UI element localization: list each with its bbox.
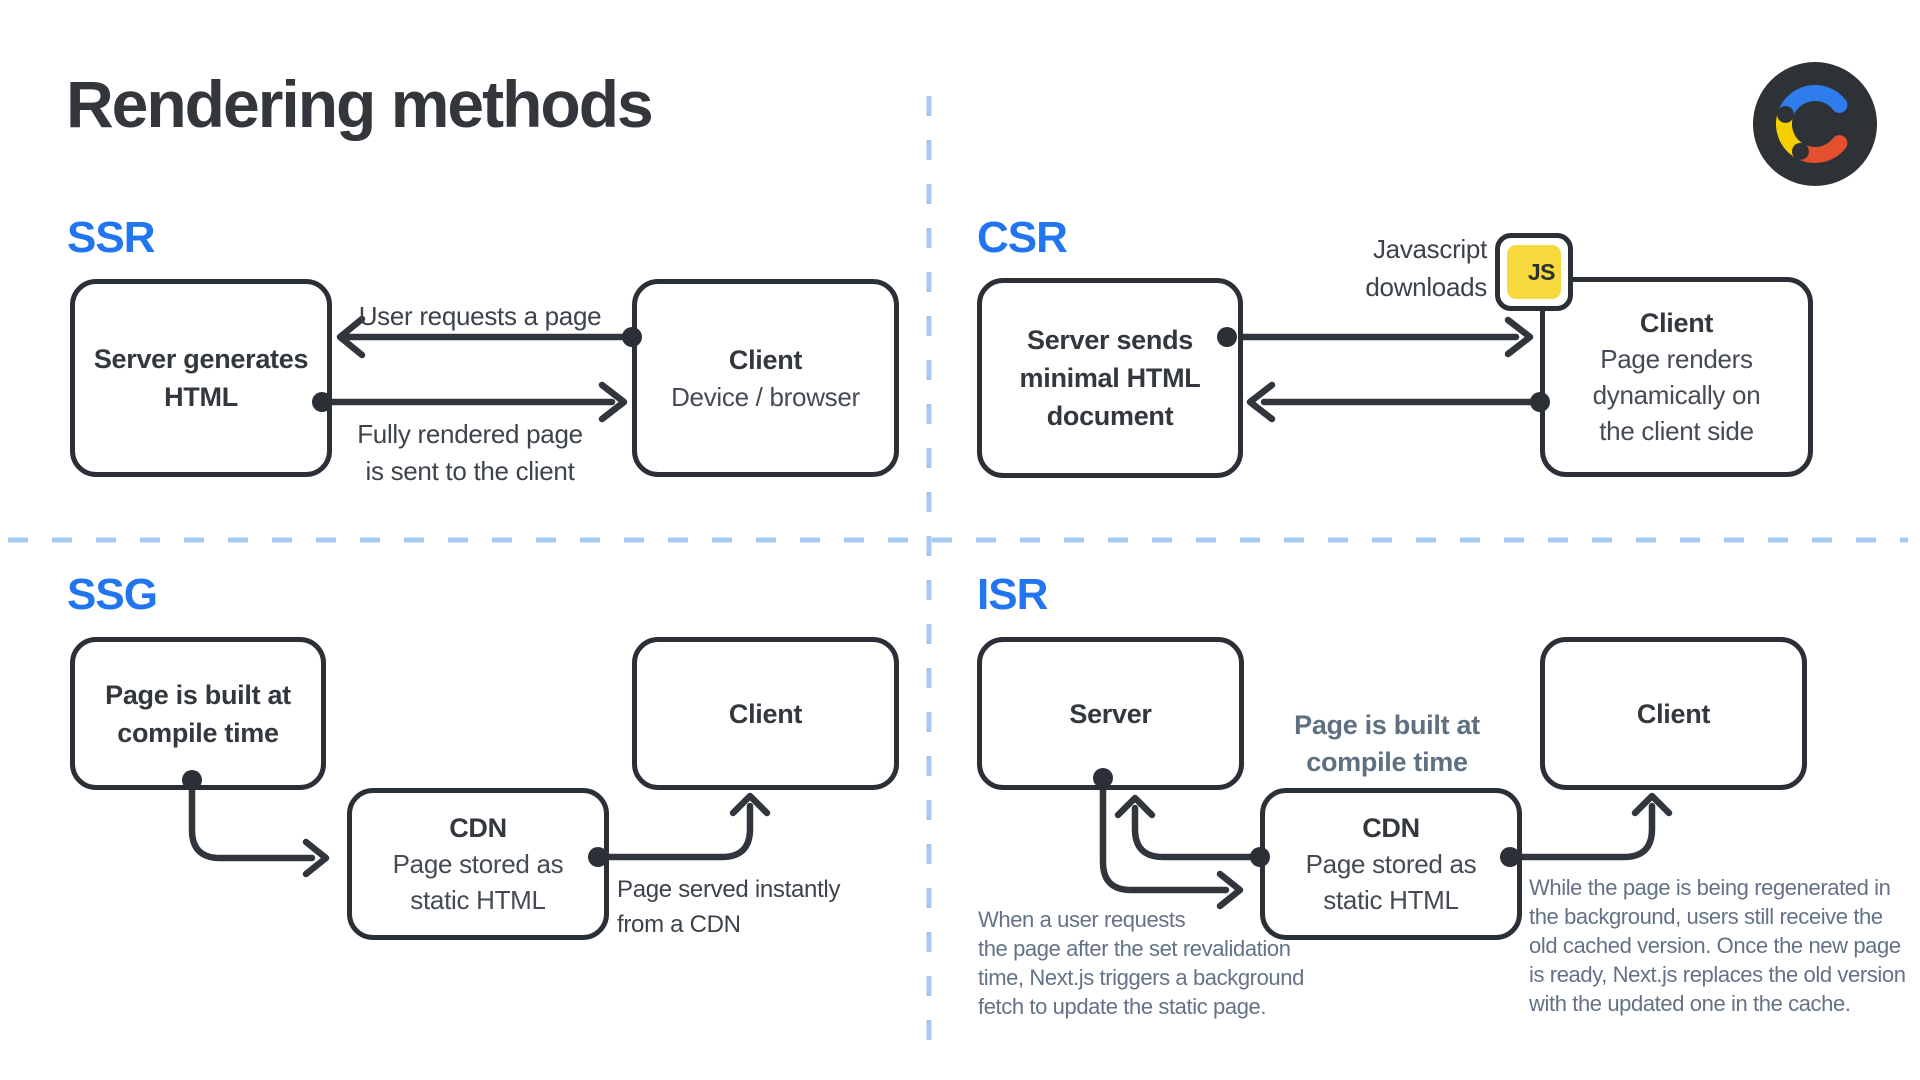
ssr-response-label-line1: Fully rendered page <box>357 419 583 449</box>
isr-note-right: While the page is being regenerated in t… <box>1529 873 1920 1018</box>
csr-client-sub-line2: dynamically on <box>1592 380 1761 410</box>
ssg-serve-label-line1: Page served instantly <box>617 876 841 903</box>
isr-compile-label-line2: compile time <box>1306 747 1468 777</box>
isr-note-left: When a user requests the page after the … <box>978 905 1378 1021</box>
ssg-build-to-cdn-arrow <box>188 776 330 878</box>
js-icon: JS <box>1507 245 1561 299</box>
isr-note-right-line1: While the page is being regenerated in <box>1529 875 1891 900</box>
ssr-heading: SSR <box>67 213 155 262</box>
csr-client-box: Client Page renders dynamically on the c… <box>1540 277 1813 477</box>
ssr-request-arrow-label: User requests a page <box>358 301 602 331</box>
isr-server-box: Server <box>977 637 1244 790</box>
isr-note-left-line3: time, Next.js triggers a background <box>978 965 1304 990</box>
isr-note-right-line2: the background, users still receive the <box>1529 904 1883 929</box>
csr-server-label-line1: Server sends <box>1026 325 1193 355</box>
ssg-build-label-line2: compile time <box>117 717 279 748</box>
ssr-server-label-line1: Server generates <box>93 344 309 374</box>
ssg-cdn-to-client-arrow <box>594 792 771 861</box>
isr-note-right-line5: with the updated one in the cache. <box>1529 991 1851 1016</box>
ssr-response-arrow-label: Fully rendered page is sent to the clien… <box>320 416 620 490</box>
isr-note-right-line3: old cached version. Once the new page <box>1529 933 1901 958</box>
csr-server-box: Server sends minimal HTML document <box>977 278 1243 478</box>
csr-heading: CSR <box>977 213 1068 262</box>
ssg-client-title: Client <box>728 698 803 729</box>
ssg-cdn-box: CDN Page stored as static HTML <box>347 788 609 940</box>
ssg-build-label-line1: Page is built at <box>105 679 291 710</box>
isr-cdn-sub-line2: static HTML <box>1323 885 1459 915</box>
isr-compile-label: Page is built at compile time <box>1247 707 1527 781</box>
csr-js-downloads-label: Javascript downloads <box>1280 230 1487 306</box>
ssr-server-label-line2: HTML <box>164 382 238 412</box>
isr-heading: ISR <box>977 570 1048 619</box>
isr-client-box: Client <box>1540 637 1807 790</box>
ssg-serve-label-line2: from a CDN <box>617 911 741 938</box>
c-logo-icon <box>1753 62 1877 186</box>
csr-client-sub-line3: the client side <box>1599 416 1754 446</box>
ssg-cdn-title: CDN <box>449 813 507 843</box>
ssg-client-box: Client <box>632 637 899 790</box>
isr-cdn-to-server-arrow <box>1114 794 1264 861</box>
isr-cdn-sub-line1: Page stored as <box>1305 849 1477 879</box>
csr-server-label-line3: document <box>1046 401 1174 431</box>
isr-server-title: Server <box>1069 698 1152 729</box>
isr-note-right-line4: is ready, Next.js replaces the old versi… <box>1529 962 1906 987</box>
ssr-client-title: Client <box>728 344 803 375</box>
isr-server-to-cdn-arrow <box>1099 774 1244 910</box>
ssg-cdn-sub-line2: static HTML <box>410 885 546 915</box>
ssr-client-box: Client Device / browser <box>632 279 899 477</box>
csr-return-arrow <box>1246 381 1544 423</box>
csr-client-sub-line1: Page renders <box>1600 344 1753 374</box>
csr-client-title: Client <box>1639 308 1714 338</box>
ssr-client-subtitle: Device / browser <box>671 381 860 412</box>
ssg-cdn-sub-line1: Page stored as <box>392 849 564 879</box>
page-title: Rendering methods <box>66 67 654 141</box>
csr-send-arrow <box>1223 316 1534 358</box>
csr-js-label-line2: downloads <box>1365 272 1487 302</box>
ssr-response-arrow <box>318 381 628 423</box>
ssr-response-label-line2: is sent to the client <box>365 456 575 486</box>
javascript-badge: JS <box>1495 233 1573 311</box>
isr-cdn-to-client-arrow <box>1506 792 1673 861</box>
isr-client-title: Client <box>1636 698 1711 729</box>
js-badge-text: JS <box>1527 258 1556 285</box>
isr-note-left-line4: fetch to update the static page. <box>978 994 1267 1019</box>
ssg-heading: SSG <box>67 570 158 619</box>
csr-js-label-line1: Javascript <box>1372 234 1487 264</box>
isr-note-left-line2: the page after the set revalidation <box>978 936 1291 961</box>
isr-note-left-line1: When a user requests <box>978 907 1186 932</box>
ssg-build-box: Page is built at compile time <box>70 637 326 790</box>
ssg-serve-label: Page served instantly from a CDN <box>617 872 917 942</box>
isr-compile-label-line1: Page is built at <box>1294 710 1480 740</box>
ssr-server-box: Server generates HTML <box>70 279 332 477</box>
isr-cdn-title: CDN <box>1362 813 1420 843</box>
csr-server-label-line2: minimal HTML <box>1019 363 1201 393</box>
